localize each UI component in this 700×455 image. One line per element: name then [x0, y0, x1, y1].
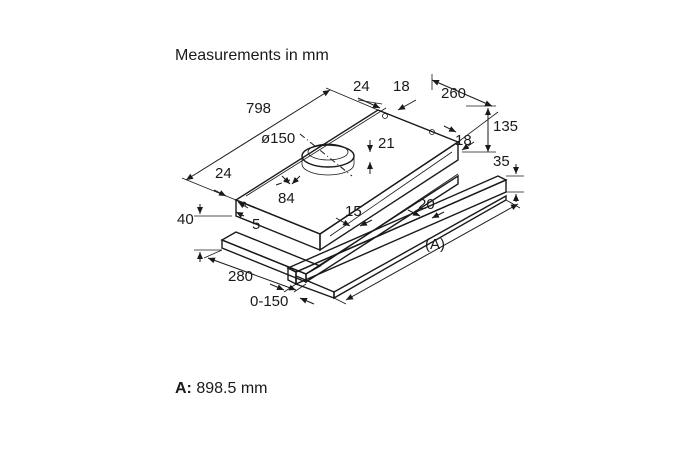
dim-40-line — [194, 204, 232, 262]
dim-24-left — [213, 189, 249, 209]
dim-798-line — [181, 87, 379, 201]
dim-135-line — [462, 105, 496, 153]
label-5: 5 — [252, 216, 260, 233]
label-24-left: 24 — [215, 165, 232, 182]
dim-84-line — [281, 175, 301, 185]
label-24-top: 24 — [353, 78, 370, 95]
dim-280-line — [203, 249, 307, 293]
dim-35-line — [506, 164, 524, 202]
dimension-note: A: 898.5 mm — [175, 380, 267, 398]
note-key: A: — [175, 380, 192, 397]
label-0-150: 0-150 — [250, 293, 288, 310]
label-20: 20 — [418, 196, 435, 213]
label-15: 15 — [345, 203, 362, 220]
label-798: 798 — [246, 100, 271, 117]
label-d150: ø150 — [261, 130, 295, 147]
label-35: 35 — [493, 153, 510, 170]
label-84: 84 — [278, 190, 295, 207]
dim-15-20-lines — [335, 209, 445, 227]
label-260: 260 — [441, 85, 466, 102]
label-280: 280 — [228, 268, 253, 285]
note-value: 898.5 mm — [196, 380, 268, 397]
dim-18-side — [443, 125, 475, 151]
diagram-title: Measurements in mm — [175, 47, 329, 64]
dim-0150-line — [269, 283, 315, 305]
label-18-side: 18 — [455, 132, 472, 149]
label-18-top: 18 — [393, 78, 410, 95]
dim-5-line — [235, 211, 245, 218]
dim-top-chain — [357, 74, 499, 143]
dim-A-line — [333, 199, 521, 305]
label-40: 40 — [177, 211, 194, 228]
label-135: 135 — [493, 118, 518, 135]
label-21: 21 — [378, 135, 395, 152]
label-A: (A) — [425, 236, 445, 253]
